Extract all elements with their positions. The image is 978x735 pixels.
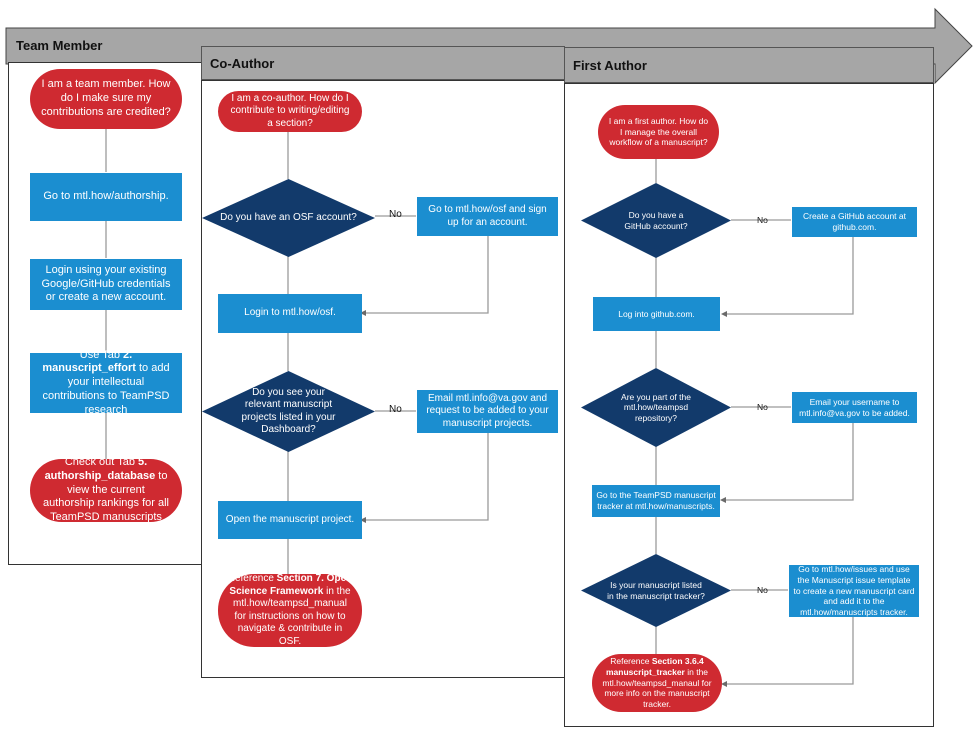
co-author-start: I am a co-author. How do I contribute to… (218, 91, 362, 132)
first-author-start: I am a first author. How do I manage the… (598, 105, 719, 159)
first-author-create-card: Go to mtl.how/issues and use the Manuscr… (789, 564, 919, 617)
team-member-step-tab2: Use Tab 2. manuscript_effort to add your… (30, 349, 182, 416)
co-author-title: Co-Author (210, 55, 275, 71)
co-author-q1-no: No (389, 209, 402, 220)
first-author-title: First Author (573, 57, 647, 73)
first-author-repo-decision: Are you part of the mtl.how/teampsd repo… (581, 368, 731, 447)
first-author-q2-no: No (757, 402, 768, 412)
team-member-step-login: Login using your existing Google/GitHub … (30, 259, 182, 310)
first-author-login: Log into github.com. (593, 297, 720, 331)
first-author-end: Reference Section 3.6.4 manuscript_track… (592, 654, 722, 712)
first-author-q3-no: No (757, 585, 768, 595)
first-author-q1-no: No (757, 215, 768, 225)
first-author-listed-decision: Is your manuscript listed in the manuscr… (581, 554, 731, 627)
co-author-q2-no: No (389, 404, 402, 415)
co-author-open-project: Open the manuscript project. (218, 501, 362, 539)
first-author-github-decision: Do you have a GitHub account? (581, 183, 731, 258)
team-member-header: Team Member (8, 28, 204, 62)
first-author-header: First Author (564, 47, 934, 83)
first-author-tracker: Go to the TeamPSD manuscript tracker at … (592, 485, 720, 517)
co-author-dashboard-decision: Do you see your relevant manuscript proj… (202, 371, 375, 452)
co-author-email-request: Email mtl.info@va.gov and request to be … (417, 390, 558, 433)
first-author-email-username: Email your username to mtl.info@va.gov t… (792, 392, 917, 423)
co-author-end: Reference Section 7. Open Science Framew… (218, 573, 362, 647)
co-author-login: Login to mtl.how/osf. (218, 294, 362, 333)
co-author-osf-signup: Go to mtl.how/osf and sign up for an acc… (417, 197, 558, 236)
team-member-start: I am a team member. How do I make sure m… (30, 69, 182, 129)
team-member-end: Check out Tab 5. authorship_database to … (30, 456, 182, 523)
first-author-create-github: Create a GitHub account at github.com. (792, 207, 917, 237)
co-author-header: Co-Author (201, 46, 565, 80)
co-author-osf-decision: Do you have an OSF account? (202, 179, 375, 257)
team-member-step-authorship: Go to mtl.how/authorship. (30, 173, 182, 221)
team-member-title: Team Member (16, 37, 103, 53)
